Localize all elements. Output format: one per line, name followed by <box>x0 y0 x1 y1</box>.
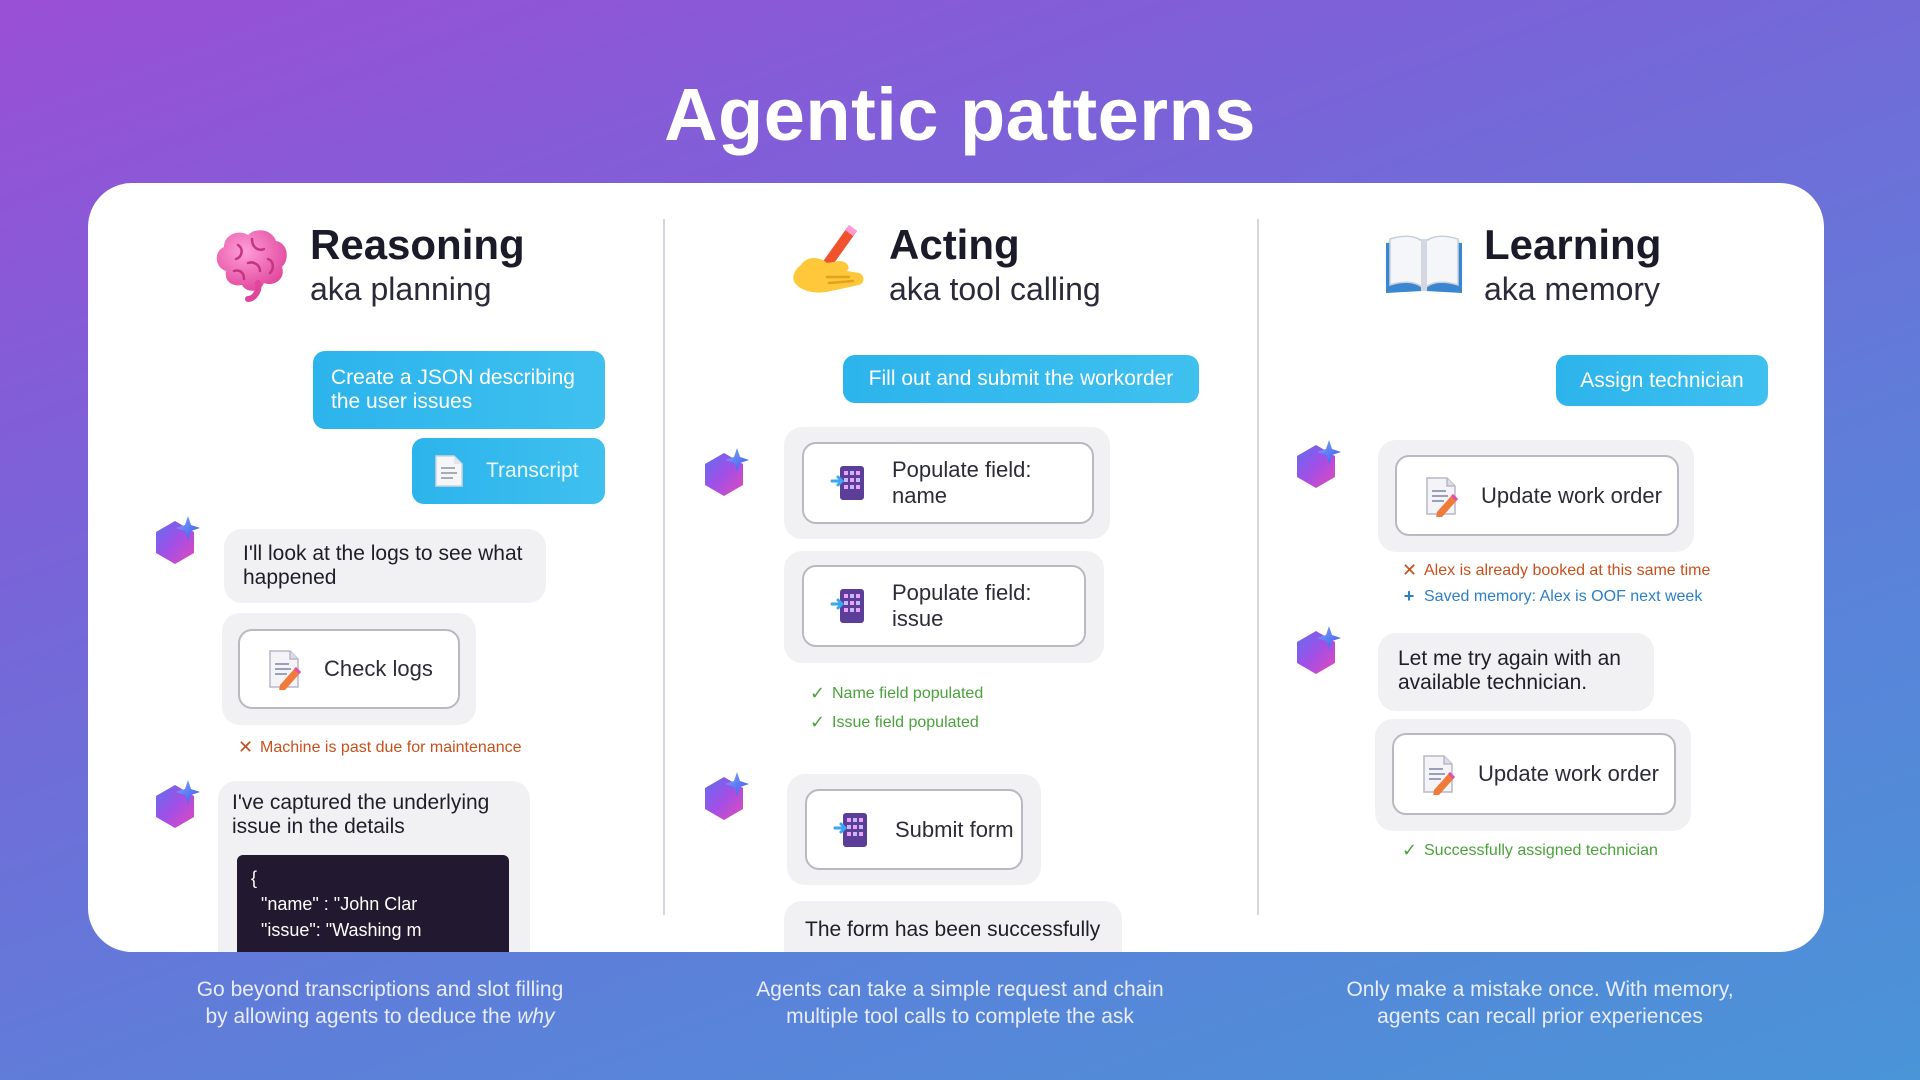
column-reasoning: Reasoning aka planning Create a JSON des… <box>88 183 663 952</box>
status-success-text: Name field populated <box>832 684 984 702</box>
document-edit-icon <box>1420 753 1456 795</box>
patterns-card: Reasoning aka planning Create a JSON des… <box>88 183 1824 952</box>
check-logs-label: Check logs <box>324 656 433 681</box>
agent-message-box <box>784 901 1122 952</box>
acting-user-prompt: Fill out and submit the workorder <box>843 355 1199 403</box>
copilot-agent-icon <box>695 769 753 827</box>
status-success-text: Issue field populated <box>832 713 979 731</box>
learning-title: Learning <box>1484 221 1662 268</box>
acting-header: Acting aka tool calling <box>787 221 1101 309</box>
copilot-agent-icon <box>1287 623 1345 681</box>
update-work-order-label: Update work order <box>1481 482 1662 508</box>
learning-subtitle: aka memory <box>1484 271 1661 307</box>
check-icon: ✓ <box>1402 840 1418 860</box>
open-book-icon <box>1386 235 1462 293</box>
status-success: ✓ Issue field populated <box>810 712 979 733</box>
learning-heading: Learning aka memory <box>1484 221 1661 309</box>
agent-message: The form has been successfully <box>805 918 1101 941</box>
agent-message-box <box>1378 633 1654 711</box>
agent-message-box <box>224 529 546 603</box>
column-divider-1 <box>663 219 665 915</box>
agent-message: I've captured the underlying issue in th… <box>232 791 490 838</box>
brain-icon <box>216 230 287 302</box>
acting-heading: Acting aka tool calling <box>889 221 1101 309</box>
code-line: "name" : "John Clar <box>261 894 418 914</box>
copilot-agent-icon <box>146 777 204 835</box>
plus-icon: + <box>1403 586 1415 606</box>
learning-header: Learning aka memory <box>1382 221 1661 309</box>
form-tool-icon <box>830 586 870 626</box>
document-edit-icon <box>1423 475 1459 517</box>
status-success: ✓ Successfully assigned technician <box>1402 840 1658 861</box>
status-error-text: Machine is past due for maintenance <box>260 738 522 756</box>
cross-icon: ✕ <box>1402 560 1418 580</box>
caption-line: Only make a mistake once. With memory, <box>1346 978 1734 1001</box>
slide-title: Agentic patterns <box>664 73 1256 156</box>
caption-text: by allowing agents to deduce the <box>205 1005 512 1028</box>
check-logs-button[interactable]: Check logs <box>238 629 460 709</box>
code-line: { <box>251 868 258 888</box>
reasoning-user-prompt: Create a JSON describing the user issues <box>313 351 605 429</box>
update-work-order-button[interactable]: Update work order <box>1395 455 1679 536</box>
reasoning-caption: Go beyond transcriptions and slot fillin… <box>140 976 620 1030</box>
reasoning-header: Reasoning aka planning <box>208 221 525 309</box>
agent-message: Let me try again with an available techn… <box>1398 647 1621 694</box>
acting-title: Acting <box>889 221 1020 268</box>
check-icon: ✓ <box>810 683 826 703</box>
submit-form-label: Submit form <box>895 816 1014 842</box>
populate-issue-label: Populate field: issue <box>892 580 1032 631</box>
check-icon: ✓ <box>810 712 826 732</box>
status-memory-text: Saved memory: Alex is OOF next week <box>1424 587 1703 605</box>
writing-hand-icon <box>793 225 864 293</box>
caption-line: multiple tool calls to complete the ask <box>786 1005 1134 1028</box>
reasoning-subtitle: aka planning <box>310 271 492 307</box>
learning-user-prompt: Assign technician <box>1556 355 1768 406</box>
reasoning-title: Reasoning <box>310 221 525 268</box>
code-line: "issue": "Washing m <box>261 920 422 940</box>
acting-caption: Agents can take a simple request and cha… <box>720 976 1200 1030</box>
transcript-label: Transcript <box>486 459 579 482</box>
agent-message: I'll look at the logs to see what happen… <box>243 542 523 589</box>
form-tool-icon <box>833 810 873 850</box>
status-error: ✕ Machine is past due for maintenance <box>238 737 521 758</box>
column-divider-2 <box>1257 219 1259 915</box>
update-work-order-label: Update work order <box>1478 761 1659 786</box>
copilot-agent-icon <box>695 445 753 503</box>
status-success-text: Successfully assigned technician <box>1424 841 1658 859</box>
acting-subtitle: aka tool calling <box>889 271 1101 307</box>
column-acting: Acting aka tool calling Fill out and sub… <box>665 183 1257 952</box>
caption-emphasis: why <box>517 1005 555 1028</box>
status-error-text: Alex is already booked at this same time <box>1424 561 1711 579</box>
column-learning: Learning aka memory Assign technician Up… <box>1259 183 1824 952</box>
status-memory: + Saved memory: Alex is OOF next week <box>1402 586 1703 607</box>
populate-name-button[interactable]: Populate field: name <box>802 442 1094 524</box>
reasoning-heading: Reasoning aka planning <box>310 221 525 309</box>
json-code-block: { "name" : "John Clar "issue": "Washing … <box>237 855 509 952</box>
copilot-agent-icon <box>146 513 204 571</box>
document-edit-icon <box>266 648 302 690</box>
cross-icon: ✕ <box>238 737 254 757</box>
caption-line: agents can recall prior experiences <box>1377 1005 1703 1028</box>
update-work-order-button[interactable]: Update work order <box>1392 733 1676 815</box>
caption-line: by allowing agents to deduce the why <box>140 1003 620 1030</box>
copilot-agent-icon <box>1287 437 1345 495</box>
submit-form-button[interactable]: Submit form <box>805 789 1023 870</box>
populate-issue-button[interactable]: Populate field: issue <box>802 565 1086 647</box>
caption-line: Agents can take a simple request and cha… <box>756 978 1164 1001</box>
populate-name-label: Populate field: name <box>892 457 1032 508</box>
caption-line: Go beyond transcriptions and slot fillin… <box>196 978 564 1001</box>
status-error: ✕ Alex is already booked at this same ti… <box>1402 560 1710 581</box>
document-icon <box>435 455 463 487</box>
status-success: ✓ Name field populated <box>810 683 983 704</box>
form-tool-icon <box>830 463 870 503</box>
learning-caption: Only make a mistake once. With memory, a… <box>1300 976 1780 1030</box>
transcript-attachment[interactable]: Transcript <box>412 438 605 504</box>
